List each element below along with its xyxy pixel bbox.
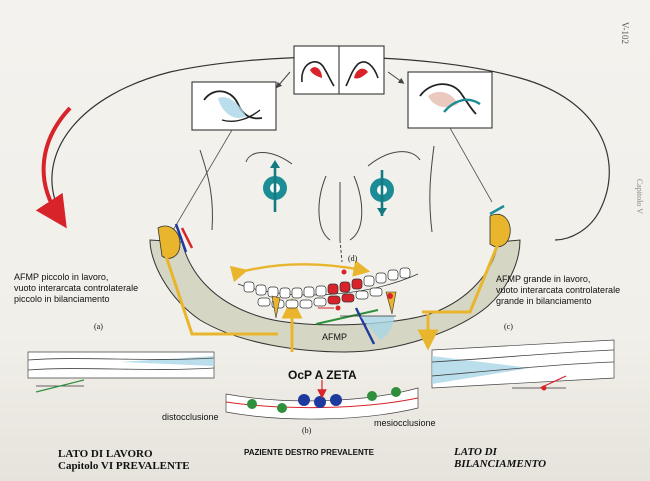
left-afmp-line-3: piccolo in bilanciamento [14,294,110,304]
lato-lavoro-label: LATO DI LAVORO [58,448,153,460]
center-teeth-row [225,380,419,420]
mark-a: (a) [94,322,103,331]
mark-d: (d) [348,254,358,263]
skull-outline [51,56,610,241]
mesiocclusione-label: mesiocclusione [374,418,436,428]
left-condyle [157,225,181,259]
right-afmp-line-2: vuoto interarcata controlaterale [496,285,621,295]
afmp-angle [315,307,396,345]
arrow-center-left [276,71,291,89]
rotation-arrow [35,106,72,229]
top-joint-boxes [293,45,385,95]
left-joint-box [191,81,277,131]
ocp-label: OcP A ZETA [288,368,357,382]
afmp-label: AFMP [322,332,348,342]
page-number: V-102 [620,21,630,44]
right-teeth-row [431,339,615,389]
left-small-angle [35,379,85,393]
left-afmp-line-2: vuoto interarcata controlaterale [14,283,139,293]
mark-c: (c) [504,322,513,331]
left-teeth-row [27,351,215,379]
nasal-cavity [318,175,363,263]
mark-b: (b) [302,426,312,435]
arrow-center-right [387,71,405,84]
bilanciamento-label: BILANCIAMENTO [454,458,547,470]
right-afmp-label: AFMP grande in lavoro, vuoto interarcata… [496,274,620,307]
right-afmp-line-3: grande in bilanciamento [496,296,592,306]
left-afmp-line-1: AFMP piccolo in lavoro, [14,272,109,282]
paziente-label: PAZIENTE DESTRO PREVALENTE [244,448,374,457]
right-afmp-line-1: AFMP grande in lavoro, [496,274,591,284]
side-chapter: Capitolo V [635,178,644,214]
right-condyle [489,213,511,248]
left-eye [263,160,287,212]
distocclusione-label: distocclusione [162,412,219,422]
mid-dental-arch [237,267,419,309]
capitolo-label: Capitolo VI PREVALENTE [58,460,190,472]
arch-double-arrow [229,260,371,283]
lato-di-label: LATO DI [454,446,497,458]
right-joint-box [407,71,493,129]
right-eye [370,170,394,216]
left-afmp-label: AFMP piccolo in lavoro, vuoto interarcat… [14,272,138,305]
right-small-angle [512,375,567,391]
